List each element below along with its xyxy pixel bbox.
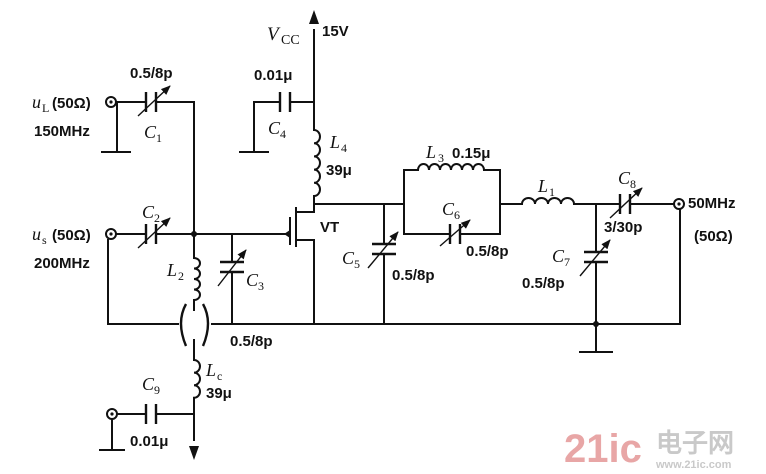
c9-value: 0.01μ: [130, 433, 168, 450]
vcc-symbol: V: [267, 24, 281, 45]
svg-text:4: 4: [280, 127, 286, 141]
svg-text:L: L: [205, 360, 216, 380]
watermark-cn: 电子网: [656, 428, 734, 458]
labels: V CC 15V u L (50Ω) 150MHz u s (50Ω) 200M…: [32, 23, 736, 450]
sig-sub: s: [42, 233, 47, 247]
svg-text:C: C: [142, 202, 155, 222]
c4-value: 0.01μ: [254, 67, 292, 84]
lo-imp: (50Ω): [52, 95, 91, 112]
svg-text:C: C: [342, 248, 355, 268]
svg-text:5: 5: [354, 257, 360, 271]
out-imp: (50Ω): [694, 228, 733, 245]
lo-name: u: [32, 92, 41, 112]
vt-label: VT: [320, 219, 339, 236]
l3-value: 0.15μ: [452, 145, 490, 162]
watermark-brand: 21ic: [564, 427, 642, 471]
svg-text:6: 6: [454, 208, 460, 222]
svg-text:1: 1: [549, 185, 555, 199]
svg-text:C: C: [246, 270, 259, 290]
c1-value: 0.5/8p: [130, 65, 173, 82]
junctions: [191, 231, 599, 327]
svg-text:C: C: [618, 168, 631, 188]
svg-text:L: L: [537, 176, 548, 196]
c7-value: 0.5/8p: [522, 275, 565, 292]
out-freq: 50MHz: [688, 195, 736, 212]
watermark-url: www.21ic.com: [655, 459, 732, 471]
sig-freq: 200MHz: [34, 255, 90, 272]
c6-value: 0.5/8p: [466, 243, 509, 260]
vcc-value: 15V: [322, 23, 349, 40]
svg-text:c: c: [217, 369, 222, 383]
inductor-l1: [520, 197, 576, 206]
c8-value: 3/30p: [604, 219, 642, 236]
inductor-l3: [416, 163, 486, 172]
watermark: 21ic 电子网 www.21ic.com: [564, 427, 734, 471]
svg-text:3: 3: [438, 151, 444, 165]
inductor-lc: [192, 358, 201, 399]
wires: [107, 29, 681, 451]
inductor-l2: [192, 256, 201, 302]
capacitor-c8: [609, 187, 643, 219]
svg-text:2: 2: [154, 211, 160, 225]
svg-text:L: L: [166, 260, 177, 280]
capacitor-c5: [367, 231, 399, 269]
vcc-arrow: [309, 10, 319, 24]
fet-vt: [279, 207, 315, 247]
lo-freq: 150MHz: [34, 123, 90, 140]
svg-text:C: C: [268, 118, 281, 138]
c5-value: 0.5/8p: [392, 267, 435, 284]
svg-text:7: 7: [564, 255, 570, 269]
capacitor-c3: [217, 249, 247, 293]
sig-name: u: [32, 224, 41, 244]
svg-text:L: L: [329, 132, 340, 152]
capacitor-c1: [137, 85, 171, 117]
svg-text:4: 4: [341, 141, 347, 155]
down-arrow: [189, 446, 199, 460]
lo-sub: L: [42, 101, 49, 115]
svg-text:C: C: [552, 246, 565, 266]
ground-symbols: [99, 151, 613, 451]
capacitor-c6: [439, 219, 471, 247]
vcc-sub: CC: [281, 33, 300, 48]
coupling-capacitor: [179, 303, 210, 347]
lc-value: 39μ: [206, 385, 232, 402]
svg-text:C: C: [142, 374, 155, 394]
svg-text:9: 9: [154, 383, 160, 397]
sig-imp: (50Ω): [52, 227, 91, 244]
inductor-l4: [312, 128, 321, 198]
svg-text:2: 2: [178, 269, 184, 283]
svg-text:1: 1: [156, 131, 162, 145]
capacitor-c9: [144, 404, 158, 424]
c3-value: 0.5/8p: [230, 333, 273, 350]
l4-value: 39μ: [326, 162, 352, 179]
svg-text:3: 3: [258, 279, 264, 293]
terminals: [105, 96, 685, 420]
svg-text:L: L: [425, 142, 436, 162]
svg-text:8: 8: [630, 177, 636, 191]
svg-text:C: C: [442, 199, 455, 219]
capacitor-c4: [278, 92, 292, 112]
capacitor-c2: [137, 217, 171, 249]
svg-text:C: C: [144, 122, 157, 142]
capacitor-c7: [579, 239, 611, 277]
